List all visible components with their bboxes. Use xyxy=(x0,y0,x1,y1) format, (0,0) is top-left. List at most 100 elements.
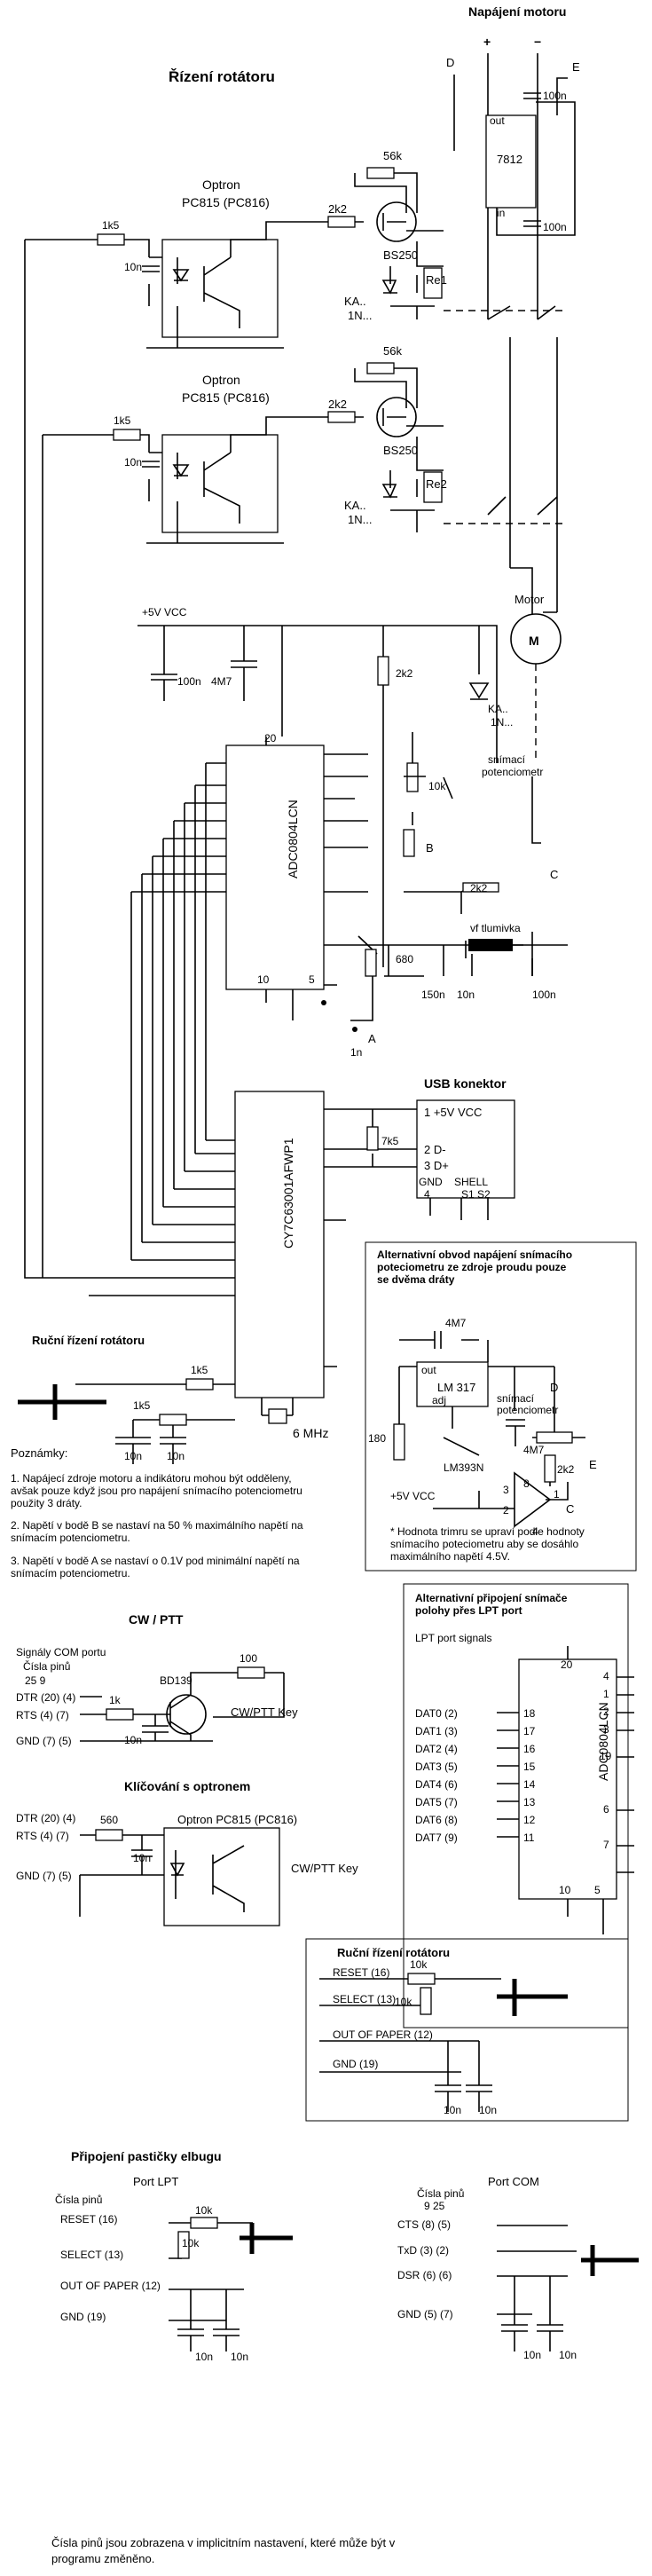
manual-control-1 xyxy=(18,1378,235,1464)
cw-res-1k: 1k xyxy=(109,1694,122,1706)
elbug-lpt-cap-10n-a: 10n xyxy=(195,2351,213,2363)
label-c: C xyxy=(550,868,558,881)
res-10k-adc: 10k xyxy=(428,780,446,792)
alt-label-e: E xyxy=(589,1458,597,1471)
lpt-dat6: DAT6 (8) xyxy=(415,1814,458,1826)
manual-lpt-reset: RESET (16) xyxy=(333,1966,389,1979)
manual-lpt-title: Ruční řízení rotátoru xyxy=(337,1946,450,1959)
lpt-title-1: Alternativní připojení snímače xyxy=(415,1592,568,1604)
cy-chip xyxy=(89,763,417,1424)
cap-10n-man-b: 10n xyxy=(167,1450,185,1462)
lpt-alt-box xyxy=(403,1583,634,2029)
diode-1n-2: 1N... xyxy=(348,513,372,526)
manual-lpt-res-10k-a: 10k xyxy=(410,1958,428,1971)
reg-in-label: in xyxy=(497,207,505,219)
cap-100n-vcc: 100n xyxy=(177,675,201,688)
cw-pin-numbers: Čísla pinů xyxy=(23,1659,70,1673)
opto-res-560: 560 xyxy=(100,1814,118,1826)
note-1a: 1. Napájecí zdroje motoru a indikátoru m… xyxy=(11,1472,292,1485)
cw-key-label: CW/PTT Key xyxy=(231,1706,298,1719)
alt-title-3: se dvěma dráty xyxy=(377,1273,455,1286)
cap-4m7-vcc: 4M7 xyxy=(211,675,232,688)
optron2-part: PC815 (PC816) xyxy=(182,390,270,405)
footer-line-1: Čísla pinů jsou zobrazena v implicitním … xyxy=(51,2536,396,2549)
reg-out-label: out xyxy=(490,114,505,127)
alt-note-2: snímacího poteciometru aby se dosáhlo xyxy=(390,1538,578,1550)
pot-label-2: potenciometr xyxy=(482,766,543,778)
cw-res-100: 100 xyxy=(240,1652,257,1665)
lpt-adc-pin-4: 4 xyxy=(603,1670,609,1682)
label-b: B xyxy=(426,841,434,855)
opto-key-label: CW/PTT Key xyxy=(291,1862,358,1875)
note-2b: snímacím potenciometru. xyxy=(11,1532,130,1544)
alt-cap-4m7: 4M7 xyxy=(523,1444,545,1456)
cw-bd139: BD139 xyxy=(160,1674,192,1687)
cw-title: CW / PTT xyxy=(129,1612,184,1627)
power-minus: − xyxy=(534,35,541,49)
elbug-lpt-circuit xyxy=(169,2217,293,2351)
label-e-top: E xyxy=(572,60,580,74)
usb-connector xyxy=(416,1099,515,1220)
relay-1: Re1 xyxy=(426,273,447,287)
alt-title-1: Alternativní obvod napájení snímacího xyxy=(377,1249,572,1261)
vf-choke: vf tlumivka xyxy=(470,922,521,934)
res-2k2-opto1: 2k2 xyxy=(328,202,347,216)
bs250-1: BS250 xyxy=(383,248,418,262)
cw-gnd: GND (7) (5) xyxy=(16,1735,72,1747)
adc-pin-bottom-5: 5 xyxy=(309,973,315,986)
adc-pin-bottom-10: 10 xyxy=(257,973,270,986)
usb-s1s2: S1 S2 xyxy=(461,1188,491,1201)
elbug-lpt-pin-numbers: Čísla pinů xyxy=(55,2193,102,2206)
lpt-adc-pin-15: 15 xyxy=(523,1761,536,1773)
optron1-part: PC815 (PC816) xyxy=(182,195,270,209)
elbug-title: Připojení pastičky elbugu xyxy=(71,2149,222,2163)
elbug-port-lpt: Port LPT xyxy=(133,2175,178,2188)
adc-section-wiring xyxy=(137,625,498,967)
elbug-com-circuit xyxy=(497,2225,639,2351)
alt-pin-8: 8 xyxy=(523,1477,530,1490)
lpt-adc-pin-19: 19 xyxy=(600,1750,612,1762)
usb-pin-2: 2 D- xyxy=(424,1143,446,1156)
usb-pin-3: 3 D+ xyxy=(424,1159,449,1172)
lpt-adc-pin-16: 16 xyxy=(523,1743,536,1755)
opto-rts: RTS (4) (7) xyxy=(16,1830,69,1842)
cw-dtr: DTR (20) (4) xyxy=(16,1691,75,1704)
manual-lpt-res-10k-b: 10k xyxy=(395,1996,412,2008)
res-1k5-man-a: 1k5 xyxy=(191,1364,208,1376)
lpt-adc-pin-1: 1 xyxy=(603,1688,609,1700)
cap-100n-adc: 100n xyxy=(532,989,556,1001)
lpt-adc-pin-5: 5 xyxy=(594,1884,601,1896)
elbug-com-cap-10n-b: 10n xyxy=(559,2349,577,2361)
lpt-title-2: polohy přes LPT port xyxy=(415,1604,522,1617)
usb-shell: SHELL xyxy=(454,1176,488,1188)
usb-gnd: GND xyxy=(419,1176,443,1188)
optron1-name: Optron xyxy=(202,177,240,192)
usb-pin-1: 1 +5V VCC xyxy=(424,1106,482,1119)
lpt-adc-pin-18: 18 xyxy=(523,1707,536,1720)
alt-current-source-box xyxy=(365,1241,637,1572)
alt-pin-4: 4 xyxy=(532,1525,538,1538)
alt-note-1: * Hodnota trimru se upraví podle hodnoty xyxy=(390,1525,585,1538)
note-1c: použity 3 dráty. xyxy=(11,1497,82,1509)
elbug-lpt-res-10k-b: 10k xyxy=(182,2237,200,2249)
alt-label-d: D xyxy=(550,1381,558,1394)
res-1k5-man-b: 1k5 xyxy=(133,1399,151,1412)
label-d-top: D xyxy=(446,56,454,69)
note-3a: 3. Napětí v bodě A se nastaví o 0.1V pod… xyxy=(11,1555,300,1567)
manual-lpt-cap-10n-b: 10n xyxy=(479,2104,497,2116)
relay-2: Re2 xyxy=(426,477,447,491)
lpt-adc-pin-10: 10 xyxy=(559,1884,571,1896)
manual-lpt-box xyxy=(305,1938,629,2122)
lpt-adc-pin-12: 12 xyxy=(523,1814,536,1826)
usb-pin-4: 4 xyxy=(424,1188,430,1201)
opto-gnd: GND (7) (5) xyxy=(16,1870,72,1882)
alt-pin-2: 2 xyxy=(503,1504,509,1516)
usb-title: USB konektor xyxy=(424,1076,507,1091)
lpt-dat3: DAT3 (5) xyxy=(415,1761,458,1773)
alt-label-c: C xyxy=(566,1502,574,1516)
lpt-adc-pin-6: 6 xyxy=(603,1803,609,1816)
lpt-adc-pin-14: 14 xyxy=(523,1778,536,1791)
note-2a: 2. Napětí v bodě B se nastaví na 50 % ma… xyxy=(11,1519,303,1532)
alt-out: out xyxy=(421,1364,436,1376)
